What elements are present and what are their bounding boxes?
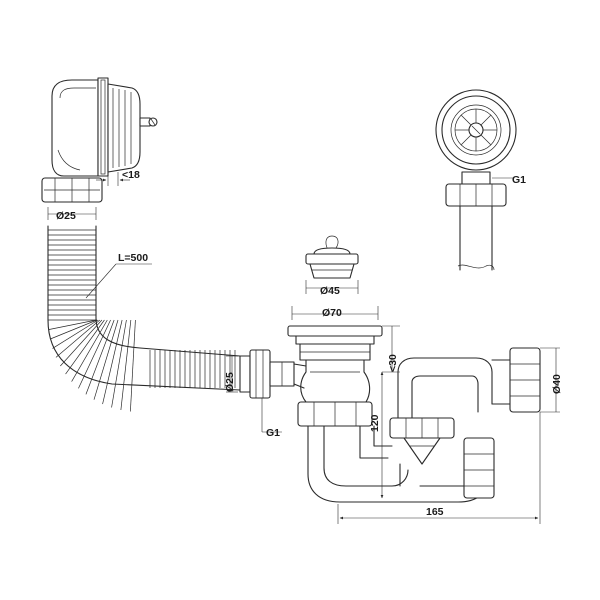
front-thread-callout: G1	[492, 174, 526, 186]
hose-end-diameter-label: Ø25	[224, 372, 236, 392]
flange-height-dimension: <30	[382, 325, 400, 373]
plug-stopper	[305, 235, 359, 279]
trap-length-dimension: 165	[337, 412, 541, 524]
trap-height-dimension: 120	[369, 371, 384, 499]
overflow-depth-label: <18	[122, 169, 140, 181]
outlet-diameter-label: Ø40	[551, 374, 563, 394]
front-thread-label: G1	[512, 174, 526, 186]
inlet-thread-callout: G1	[261, 398, 282, 439]
trap-inner-nut	[389, 417, 455, 465]
hose-end-diameter-dimension: Ø25	[224, 355, 238, 393]
outlet-diameter-dimension: Ø40	[540, 347, 563, 413]
overflow-depth-dimension: <18	[96, 169, 140, 186]
trap-length-label: 165	[426, 506, 444, 518]
drain-flange	[287, 325, 383, 361]
outlet-pipe	[491, 347, 541, 413]
hose-connector	[239, 349, 307, 399]
overflow-pipe-diameter-label: Ø25	[56, 210, 76, 222]
overflow-nut	[41, 177, 103, 203]
corrugated-hose	[47, 225, 241, 412]
plug-diameter-dimension: Ø45	[305, 280, 359, 297]
flange-height-label: <30	[387, 354, 399, 372]
drain-nut	[297, 401, 373, 427]
overflow-head-side-view	[51, 77, 158, 177]
overflow-pipe-diameter-dimension: Ø25	[47, 207, 97, 222]
trap-lower-nut	[463, 437, 495, 499]
trap-riser	[397, 357, 493, 419]
hose-length-callout: L=500	[85, 252, 152, 299]
flange-diameter-dimension: Ø70	[291, 306, 379, 320]
overflow-head-front-view	[435, 89, 517, 271]
inlet-thread-label: G1	[266, 427, 280, 439]
plug-diameter-label: Ø45	[320, 285, 340, 297]
drain-body	[300, 359, 371, 403]
hose-length-label: L=500	[118, 252, 148, 264]
flange-diameter-label: Ø70	[322, 307, 342, 319]
trap-height-label: 120	[369, 414, 381, 432]
